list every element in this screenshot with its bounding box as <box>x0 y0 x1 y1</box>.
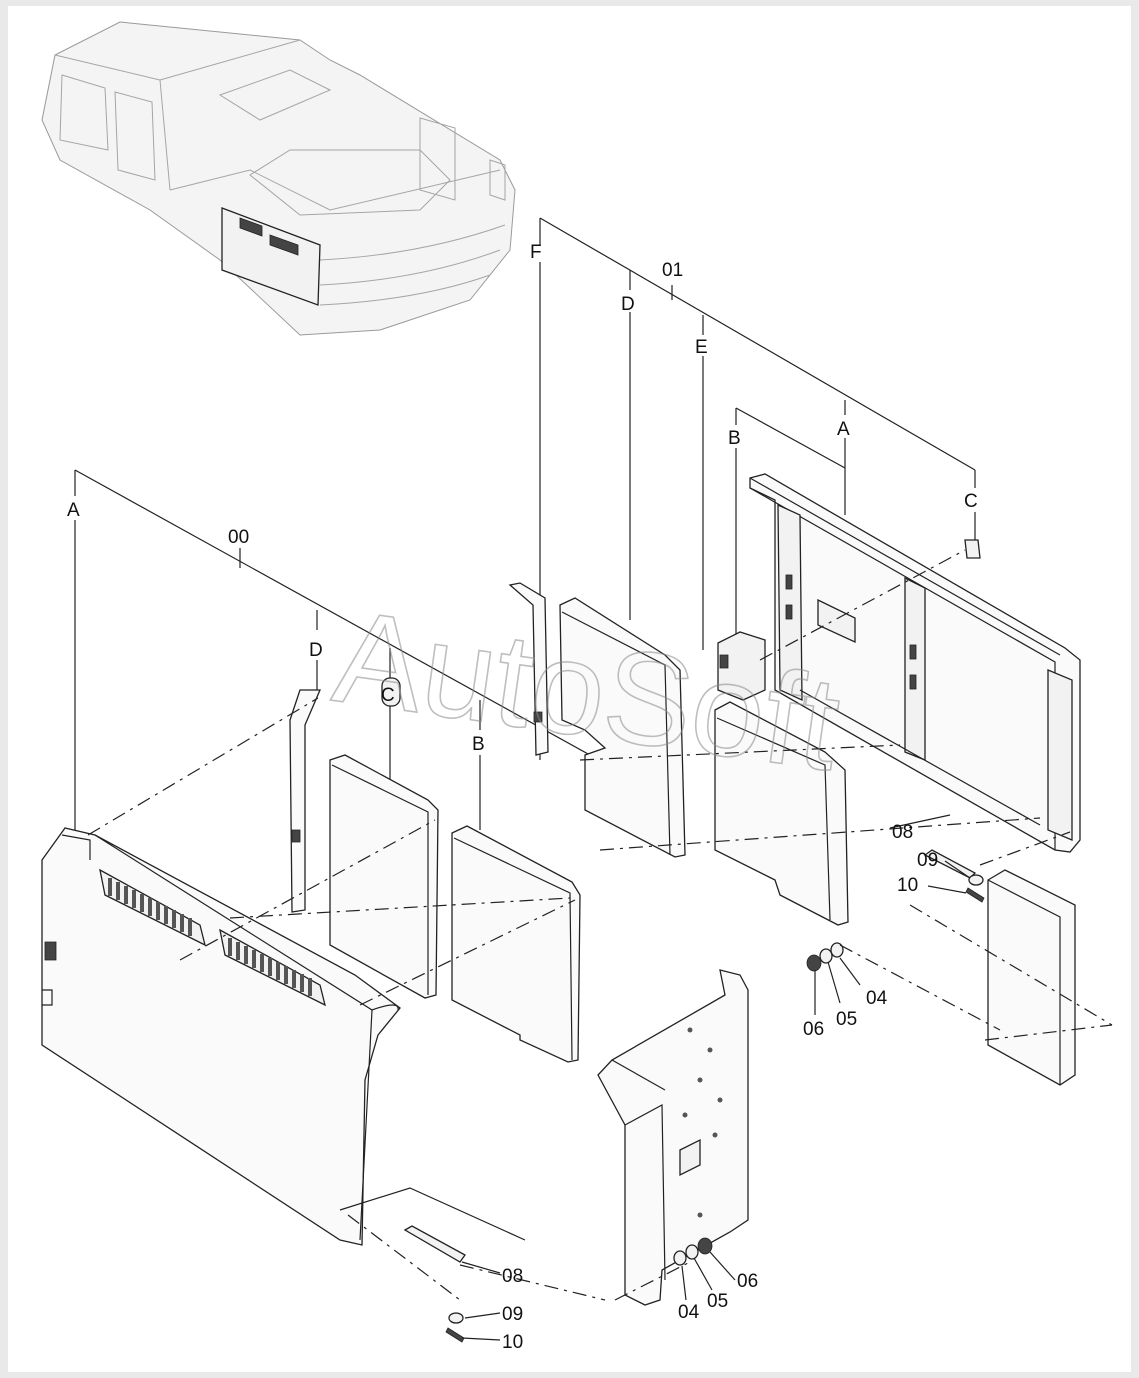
label-left-a: A <box>67 500 80 521</box>
label-part-04-right: 04 <box>866 988 888 1009</box>
label-part-10-right: 10 <box>897 875 918 896</box>
strip-part-f-right <box>508 582 549 756</box>
side-door-panel <box>41 827 401 1246</box>
panel-part-d-right <box>559 597 686 858</box>
label-right-a: A <box>837 419 850 440</box>
label-part-09-right: 09 <box>917 850 938 871</box>
label-right-b: B <box>728 428 741 449</box>
clip-part-c-right <box>964 539 981 559</box>
callout-labels: 01 F D E A B C 00 A D C B 08 09 10 04 05… <box>67 242 978 1353</box>
battery-box-part <box>987 869 1076 1086</box>
label-right-c: C <box>964 491 978 512</box>
label-part-08-right: 08 <box>892 822 913 843</box>
callout-tree-left <box>74 469 609 830</box>
label-part-09-lower: 09 <box>502 1304 523 1325</box>
panel-part-e-right <box>714 701 849 926</box>
insulation-panel-left <box>329 754 439 999</box>
phantom-lines-left <box>87 697 691 1301</box>
label-part-06-lower: 06 <box>737 1271 758 1292</box>
label-part-10-lower: 10 <box>502 1332 523 1353</box>
label-part-06-right: 06 <box>803 1019 824 1040</box>
pad-part-b-right <box>717 631 766 701</box>
leader-lines <box>461 814 971 1341</box>
label-right-e: E <box>695 337 708 358</box>
label-part-05-right: 05 <box>836 1009 857 1030</box>
washer-09-right <box>968 874 984 886</box>
phantom-lines-right <box>579 549 1113 1041</box>
label-assembly-00: 00 <box>228 527 249 548</box>
label-part-08-lower: 08 <box>502 1266 523 1287</box>
bolt-10-right <box>965 887 985 903</box>
support-bracket-plate <box>597 969 749 1306</box>
bracket-08-lower <box>339 1187 526 1263</box>
label-part-04-lower: 04 <box>678 1302 700 1323</box>
frame-part-a <box>749 473 1081 853</box>
insulation-panel-b-left <box>451 825 581 1063</box>
label-right-d: D <box>621 294 635 315</box>
strip-part-d-left <box>289 689 321 913</box>
label-left-d: D <box>309 640 323 661</box>
nut-washer-set-right <box>806 942 844 972</box>
label-assembly-01: 01 <box>662 260 683 281</box>
label-part-05-lower: 05 <box>707 1291 728 1312</box>
label-left-c: C <box>381 685 395 706</box>
label-right-f: F <box>530 242 542 263</box>
excavator-overview <box>41 21 516 336</box>
bolt-10-lower <box>445 1327 465 1343</box>
nut-washer-set-lower <box>673 1237 713 1266</box>
label-left-b: B <box>472 734 485 755</box>
clip-part-c-left <box>381 677 401 707</box>
washer-09-lower <box>448 1312 464 1324</box>
